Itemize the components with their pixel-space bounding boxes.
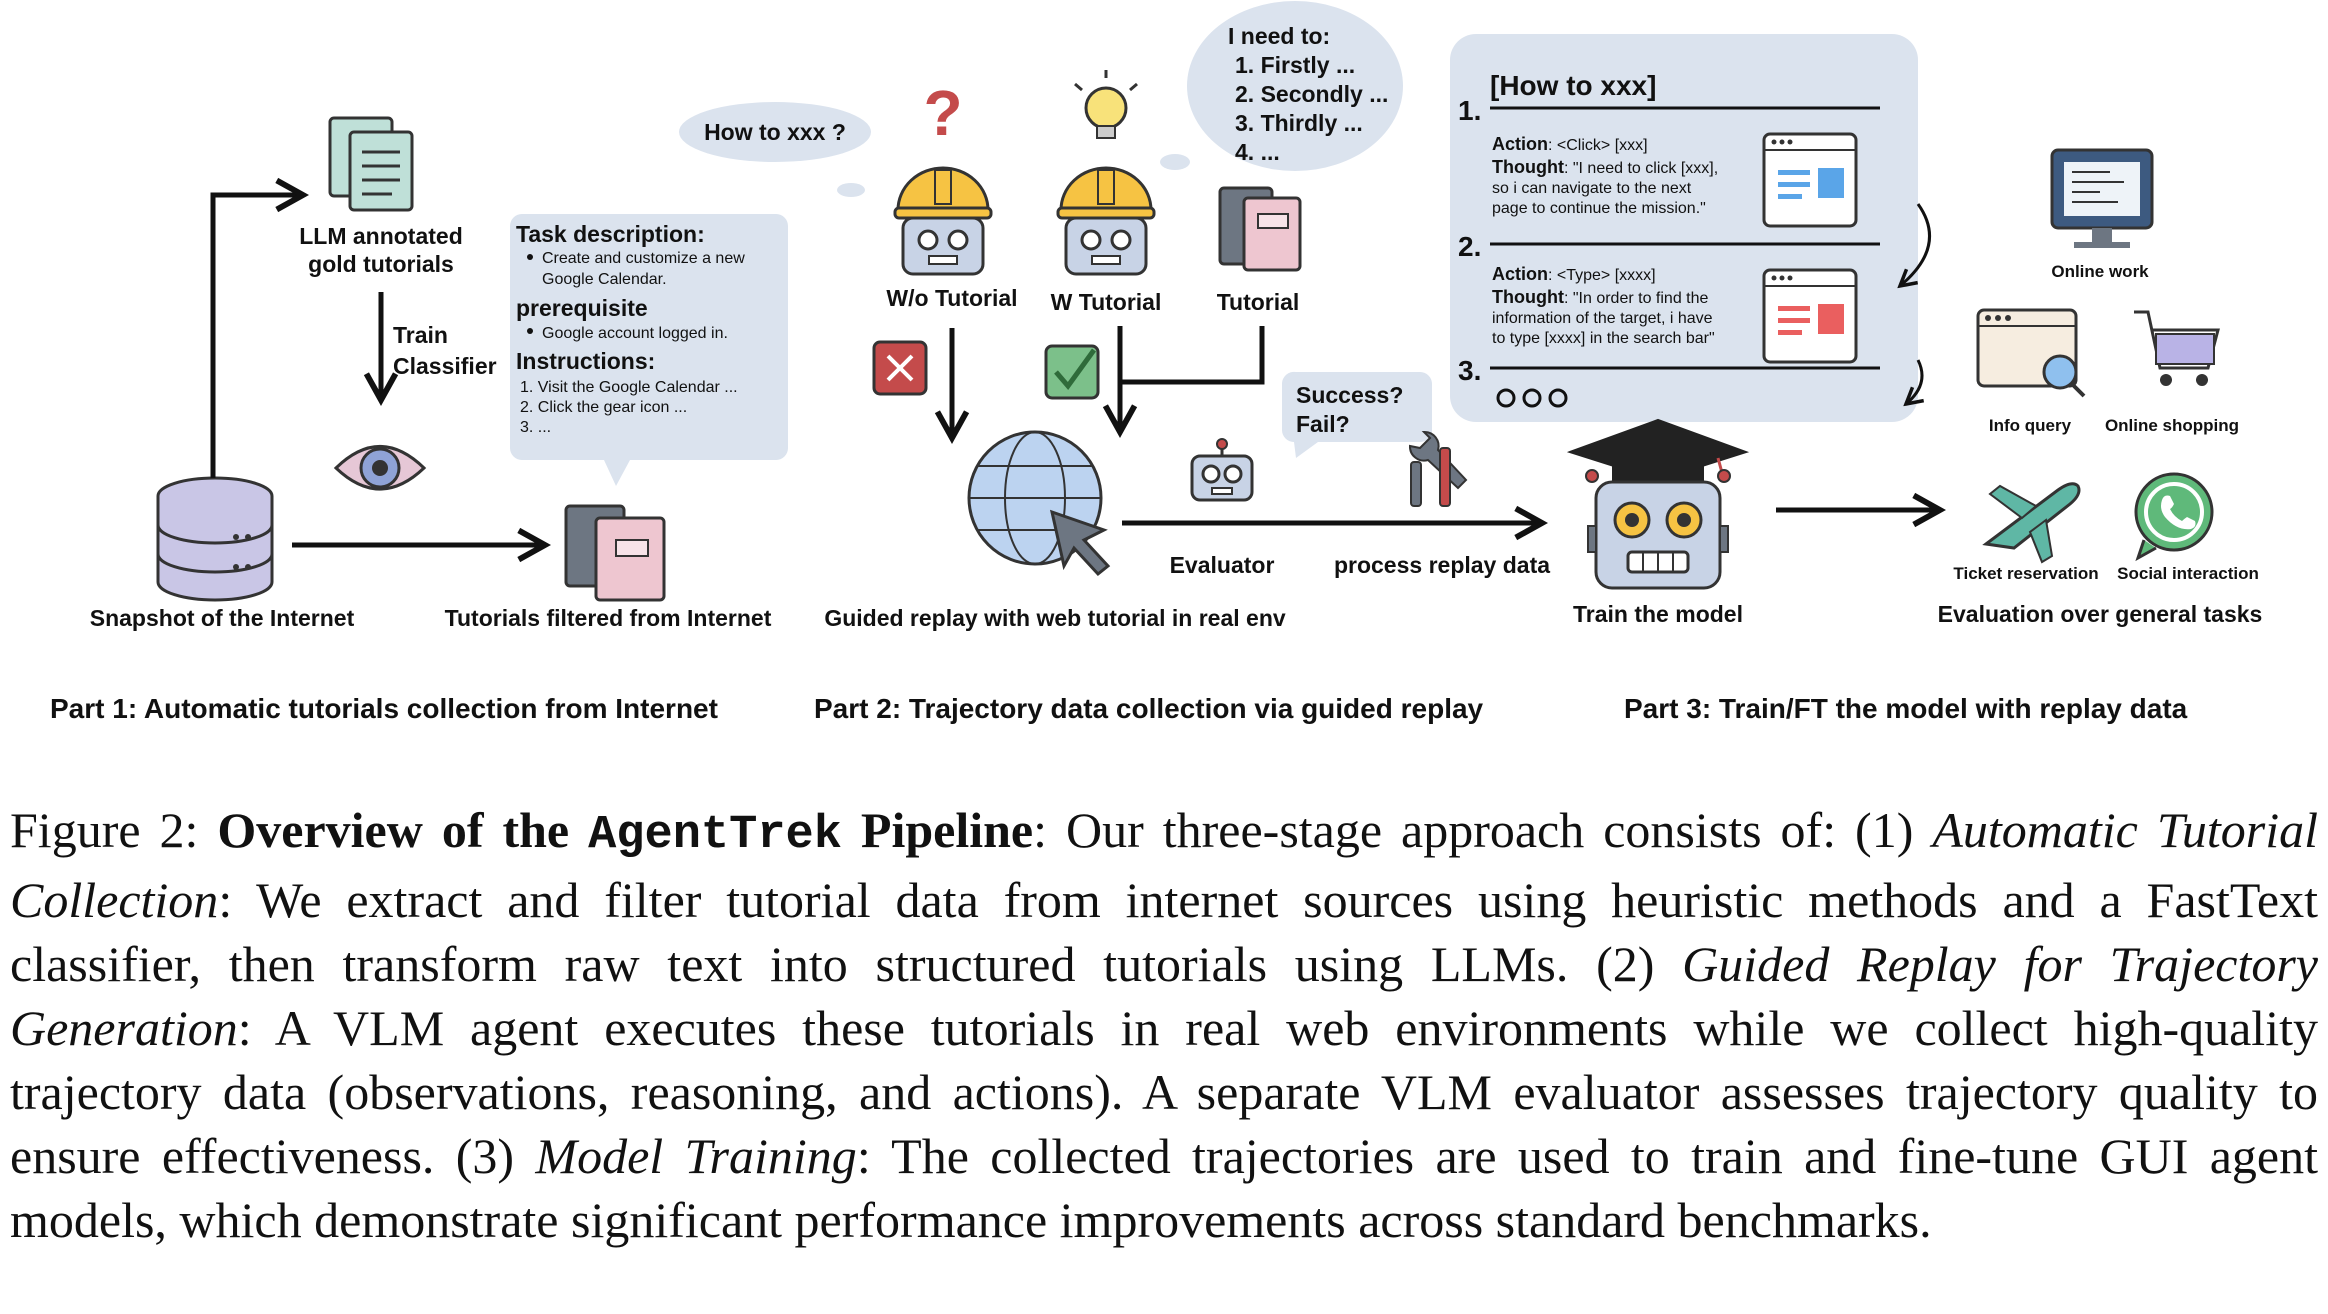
step1-thought-line1: Thought: "I need to click [xxx], <box>1492 157 1718 177</box>
caption-bold-a: Overview of the <box>217 802 589 858</box>
globe-cursor-icon <box>967 430 1111 577</box>
success-check-icon <box>1044 344 1100 400</box>
task-bullet-line2: Google Calendar. <box>542 271 667 288</box>
screen-red-icon <box>1762 268 1858 364</box>
llm-label-line2: gold tutorials <box>308 251 454 277</box>
success-line1: Success? <box>1296 382 1403 408</box>
step2-thought-line3: to type [xxxx] in the search bar" <box>1492 330 1715 347</box>
how-to-text: How to xxx ? <box>704 119 846 145</box>
part1-title: Part 1: Automatic tutorials collection f… <box>50 693 718 724</box>
thought-bubble: I need to: 1. Firstly ... 2. Secondly ..… <box>1160 1 1403 171</box>
info-query-label: Info query <box>1989 416 2072 435</box>
monitor-icon <box>2050 148 2154 248</box>
ellipsis-dot <box>1496 388 1516 408</box>
caption-bold-b: Pipeline <box>841 802 1034 858</box>
task-heading: Task description: <box>516 221 705 247</box>
social-interaction-label: Social interaction <box>2117 564 2259 583</box>
arrow-db-to-llm <box>210 195 303 478</box>
ticket-reservation-label: Ticket reservation <box>1953 564 2098 583</box>
trajectory-panel: [How to xxx] 1. Action: <Click> [xxx] Th… <box>1450 34 1932 422</box>
search-window-icon <box>1976 308 2086 398</box>
tutorial-card: Task description: Create and customize a… <box>510 214 788 486</box>
train-model-label: Train the model <box>1573 601 1743 627</box>
prereq-heading: prerequisite <box>516 295 648 321</box>
panel-heading: [How to xxx] <box>1490 70 1656 101</box>
caption-italic-2: Guided Replay for Trajectory Generation <box>10 936 2319 1056</box>
task-bullet-line1: Create and customize a new <box>542 250 745 267</box>
w-tutorial-label: W Tutorial <box>1051 289 1162 315</box>
caption-italic-3: Model Training <box>535 1128 857 1184</box>
graduate-robot-icon <box>1566 418 1750 590</box>
process-replay-label: process replay data <box>1334 552 1550 578</box>
snapshot-label: Snapshot of the Internet <box>90 605 355 631</box>
success-line2: Fail? <box>1296 411 1350 437</box>
thought-line2: 2. Secondly ... <box>1235 81 1388 107</box>
step1-thought-line2: so i can navigate to the next <box>1492 180 1692 197</box>
shopping-cart-icon <box>2134 310 2220 386</box>
evaluation-label: Evaluation over general tasks <box>1938 601 2263 627</box>
robot-w-tutorial-icon <box>1056 166 1156 276</box>
caption-text-1: : Our three-stage approach consists of: … <box>1033 802 1933 858</box>
tutorial-books-icon <box>1218 186 1302 272</box>
caption-prefix: Figure 2: <box>10 802 218 858</box>
lightbulb-icon <box>1074 70 1138 139</box>
filtered-books-icon <box>564 504 666 602</box>
instructions-heading: Instructions: <box>516 348 655 374</box>
caption-text-4: : The collected trajectories are used to… <box>10 1128 2318 1248</box>
fail-x-icon <box>872 340 928 396</box>
step1-thought-line3: page to continue the mission." <box>1492 200 1706 217</box>
instruction-step2: 2. Click the gear icon ... <box>520 399 687 416</box>
step3-num: 3. <box>1458 355 1481 386</box>
filtered-label: Tutorials filtered from Internet <box>445 605 772 631</box>
ellipsis-dot <box>1522 388 1542 408</box>
step2-thought-line1: Thought: "In order to find the <box>1492 287 1709 307</box>
part3-title: Part 3: Train/FT the model with replay d… <box>1624 693 2188 724</box>
tutorial-label: Tutorial <box>1217 289 1300 315</box>
caption-mono: AgentTrek <box>588 809 842 862</box>
thought-line4: 4. ... <box>1235 139 1280 165</box>
prereq-bullet: Google account logged in. <box>542 325 728 342</box>
online-shopping-label: Online shopping <box>2105 416 2239 435</box>
train-label-line2: Classifier <box>393 353 497 379</box>
eye-icon <box>333 445 427 491</box>
step2-action: Action: <Type> [xxxx] <box>1492 264 1656 284</box>
ellipsis-dot <box>1548 388 1568 408</box>
arrow-tutorial-merge <box>1120 326 1265 385</box>
online-work-label: Online work <box>2051 262 2149 281</box>
caption-text-2: : We extract and filter tutorial data fr… <box>10 872 2318 992</box>
evaluator-label: Evaluator <box>1170 552 1275 578</box>
curved-arrow-icon <box>1906 359 1922 404</box>
step2-thought-line2: information of the target, i have <box>1492 310 1713 327</box>
part2-title: Part 2: Trajectory data collection via g… <box>814 693 1484 724</box>
step1-action: Action: <Click> [xxx] <box>1492 134 1648 154</box>
thought-line0: I need to: <box>1228 23 1330 49</box>
instruction-step1: 1. Visit the Google Calendar ... <box>520 379 738 396</box>
chat-phone-icon <box>2134 472 2214 562</box>
instruction-step3: 3. ... <box>520 419 551 436</box>
thought-line3: 3. Thirdly ... <box>1235 110 1363 136</box>
llm-label-line1: LLM annotated <box>299 223 463 249</box>
llm-tutorials-icon <box>328 116 414 212</box>
question-mark: ? <box>923 77 962 149</box>
airplane-icon <box>1982 482 2081 564</box>
figure-caption: Figure 2: Overview of the AgentTrek Pipe… <box>10 798 2318 1252</box>
curved-arrow-icon <box>1900 203 1932 286</box>
how-to-bubble: How to xxx ? <box>679 102 871 197</box>
train-label-line1: Train <box>393 322 448 348</box>
robot-wo-tutorial-icon <box>893 166 993 276</box>
step2-num: 2. <box>1458 231 1481 262</box>
caption-text-3: : A VLM agent executes these tutorials i… <box>10 1000 2318 1184</box>
wo-tutorial-label: W/o Tutorial <box>886 285 1017 311</box>
database-icon <box>156 476 274 602</box>
evaluator-robot-icon <box>1190 438 1254 502</box>
thought-line1: 1. Firstly ... <box>1235 52 1355 78</box>
success-bubble: Success? Fail? <box>1281 371 1432 458</box>
guided-replay-label: Guided replay with web tutorial in real … <box>824 605 1286 631</box>
caption-italic-1: Automatic Tutorial Collection <box>10 802 2319 928</box>
agenttrek-pipeline-diagram: Snapshot of the Internet LLM annotated g… <box>50 1 2263 724</box>
tools-icon <box>1408 430 1468 507</box>
screen-blue-icon <box>1762 132 1858 228</box>
step1-num: 1. <box>1458 95 1481 126</box>
